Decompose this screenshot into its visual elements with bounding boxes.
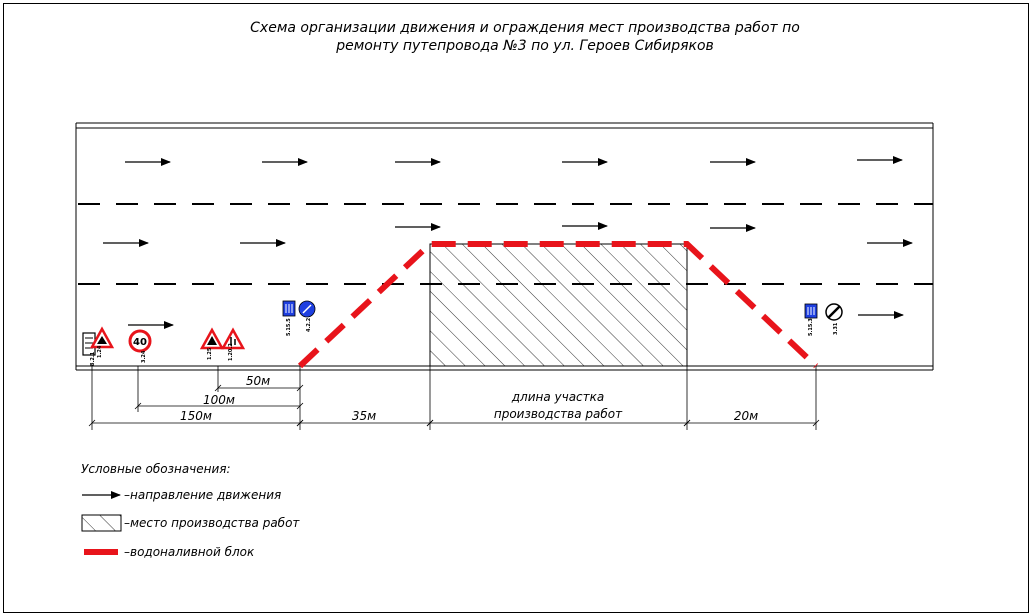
dimension-label-50m: 50м (246, 374, 270, 388)
dimension-label-20m: 20м (734, 409, 758, 423)
sign-4-2-2-keep-left: 4.2.2 (298, 300, 316, 332)
scheme-canvas: Схема организации движения и ограждения … (3, 3, 1029, 613)
sign-1-24-with-plate: 1.24 8.2.1 (82, 326, 115, 366)
sign-5-15-3-lane-start: 5.15.3 (804, 303, 818, 336)
sign-code-1-25: 1.25 (207, 347, 213, 360)
title-line-1: Схема организации движения и ограждения … (250, 20, 800, 36)
sign-1-25-road-works: 1.25 (199, 327, 225, 360)
dimension-label-150m: 150м (180, 409, 212, 423)
traffic-direction-arrows (103, 156, 913, 329)
sign-code-5-15-3: 5.15.3 (808, 318, 814, 336)
dimension-label-35m: 35м (352, 409, 376, 423)
sign-5-15-5-lane-end: 5.15.5 (282, 300, 296, 336)
sign-code-8-2-1: 8.2.1 (90, 351, 96, 366)
legend-hatch-icon (81, 514, 122, 532)
legend-title: Условные обозначения: (81, 462, 231, 476)
dimension-label-100m: 100м (203, 393, 235, 407)
sign-3-24-speed-limit: 40 3.24 (128, 329, 152, 363)
work-zone-area (429, 243, 688, 367)
sign-3-31-end-restrictions: 3.31 (825, 303, 843, 335)
speed-limit-sign-icon (128, 329, 152, 353)
legend-water-block-label: –водоналивной блок (124, 545, 255, 559)
dimension-label-work-length-2: производства работ (494, 407, 623, 421)
sign-code-1-20-2: 1.20.2 (228, 343, 234, 361)
title-line-2: ремонту путепровода №3 по ул. Героев Сиб… (335, 38, 714, 54)
sign-code-1-24: 1.24 (97, 345, 103, 358)
speed-limit-value: 40 (133, 337, 147, 348)
sign-1-20-2-narrowing: 1.20.2 (220, 327, 246, 361)
sign-code-5-15-5: 5.15.5 (286, 318, 292, 336)
traffic-scheme-drawing: Схема организации движения и ограждения … (75, 20, 934, 559)
water-barrier-line (297, 241, 819, 369)
dimension-lines: 50м 100м 150м 35м длина участка производ… (88, 366, 820, 430)
road-narrowing-sign-icon (220, 327, 246, 350)
sign-code-3-31: 3.31 (833, 322, 839, 335)
dimension-label-work-length-1: длина участка (511, 390, 605, 404)
legend: Условные обозначения: –направление движе… (81, 462, 300, 559)
legend-work-area-label: –место производства работ (124, 516, 300, 530)
sign-code-4-2-2: 4.2.2 (306, 317, 312, 332)
sign-code-3-24: 3.24 (141, 350, 147, 363)
road-signs: 1.24 8.2.1 40 3.24 1.25 1.20.2 (82, 300, 843, 366)
legend-direction-label: –направление движения (124, 488, 281, 502)
